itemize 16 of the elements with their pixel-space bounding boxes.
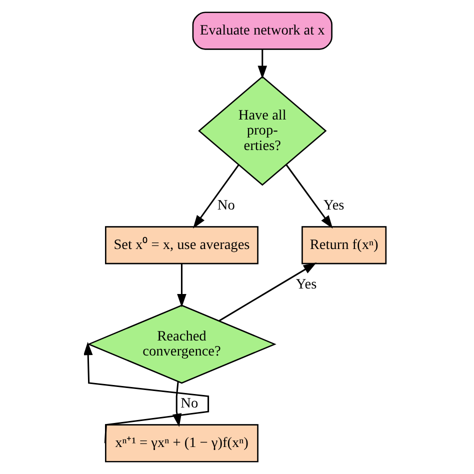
node-box: Set x⁰ = x, use averages xyxy=(105,226,258,264)
edge-label: Yes xyxy=(296,276,317,292)
edge-label: No xyxy=(180,396,198,412)
arrow xyxy=(218,262,317,322)
node-diamond: Reached convergence? xyxy=(87,304,276,384)
edge-label: Yes xyxy=(323,198,344,214)
node-box: xⁿ⁺¹ = γxⁿ + (1 − γ)f(xⁿ) xyxy=(105,424,258,462)
arrow xyxy=(177,264,186,308)
node-box: Return f(xⁿ) xyxy=(302,226,387,264)
arrow xyxy=(286,164,333,229)
arrow xyxy=(84,342,210,444)
node-diamond: Have all prop- erties? xyxy=(198,76,327,186)
node-box: Evaluate network at x xyxy=(192,12,332,50)
arrow xyxy=(193,164,240,228)
edge-label: No xyxy=(217,198,235,214)
arrow xyxy=(258,49,268,80)
